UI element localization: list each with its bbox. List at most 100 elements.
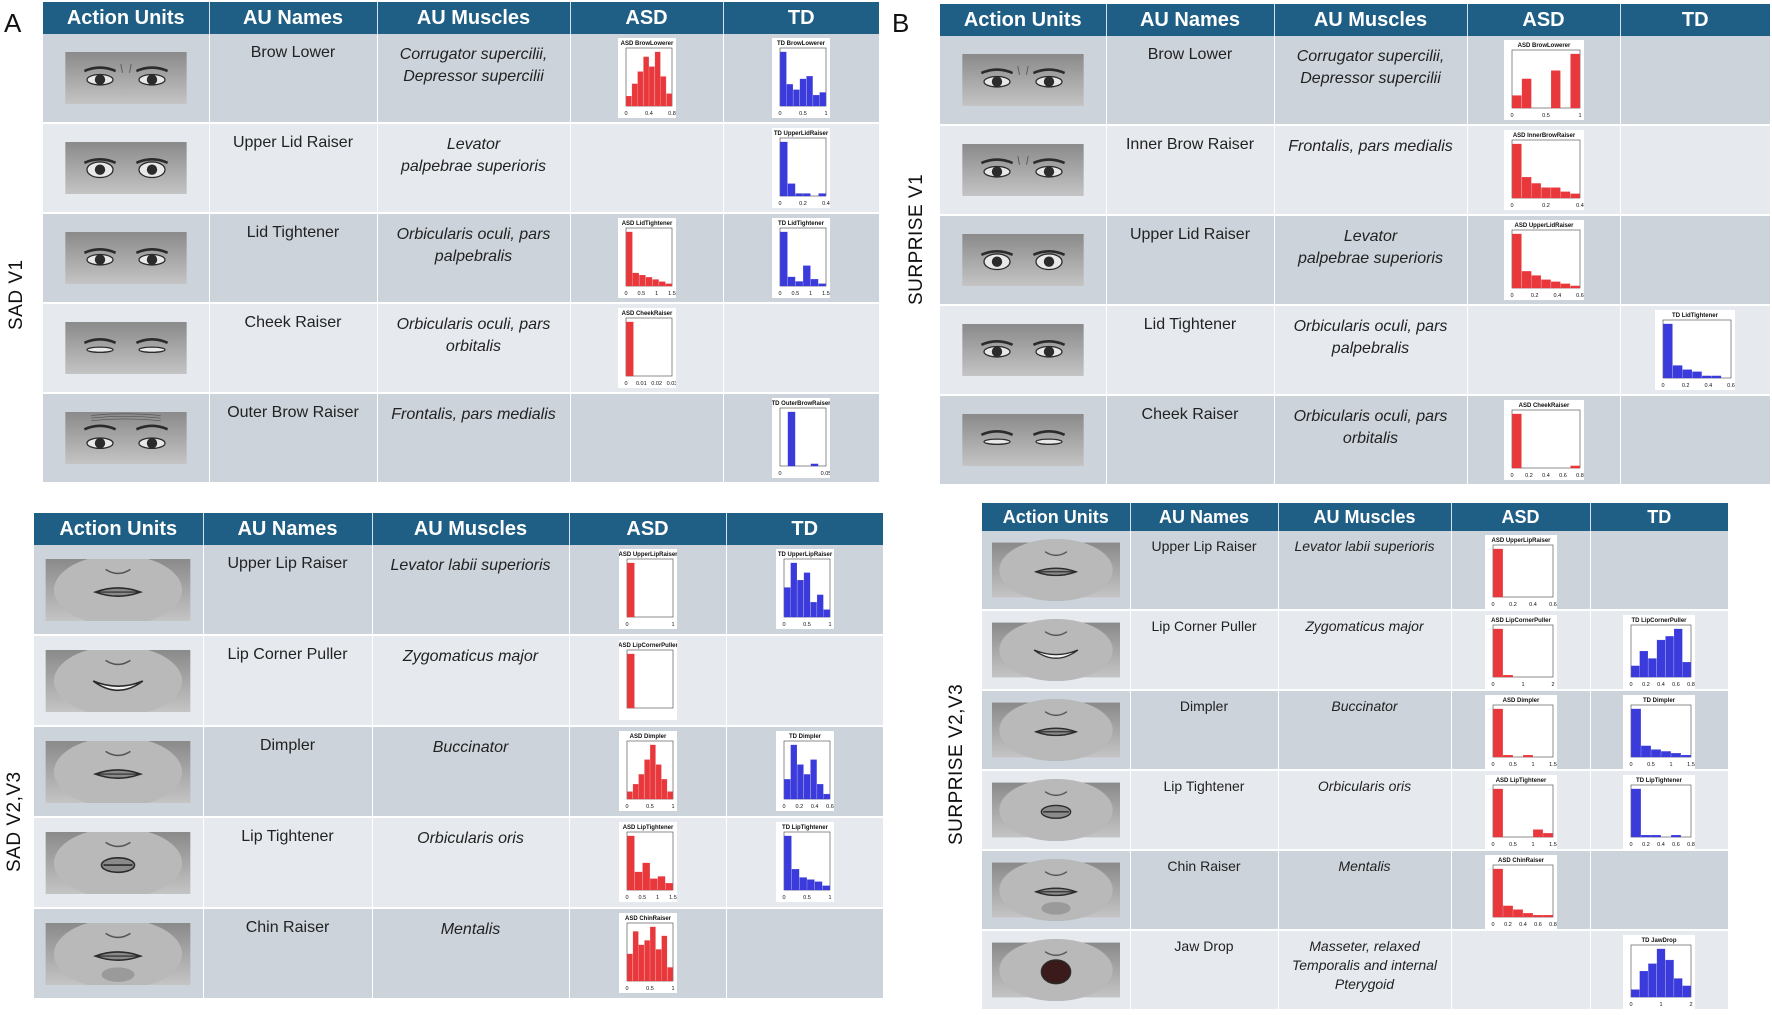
side-label-surprise-v1: SURPRISE V1 bbox=[906, 173, 927, 305]
td-hist-bar bbox=[788, 411, 796, 467]
td-hist-tick-label: 0.4 bbox=[1657, 842, 1665, 848]
column-header-au-muscles: AU Muscles bbox=[377, 2, 571, 34]
column-header-au-muscles: AU Muscles bbox=[1278, 503, 1452, 531]
td-hist-bar bbox=[1631, 665, 1640, 678]
td-hist-bar bbox=[818, 283, 827, 287]
au-name-cell: Inner Brow Raiser bbox=[1106, 125, 1275, 216]
column-header-asd: ASD bbox=[570, 2, 724, 34]
au-name: Cheek Raiser bbox=[244, 314, 342, 331]
asd-hist-bar bbox=[1521, 78, 1531, 109]
table-row: Cheek Raiser Orbicularis oculi, pars orbi… bbox=[43, 303, 879, 394]
action-unit-cell bbox=[43, 123, 210, 214]
asd-hist-title: ASD LidTightener bbox=[621, 221, 672, 227]
action-unit-cell bbox=[940, 36, 1107, 126]
au-name: Outer Brow Raiser bbox=[227, 404, 359, 421]
asd-hist-bar bbox=[637, 71, 643, 107]
td-hist-bar bbox=[1665, 636, 1674, 678]
au-name: Lip Tightener bbox=[1163, 778, 1245, 794]
asd-hist-bar bbox=[649, 926, 656, 982]
asd-hist-tick-label: 0 bbox=[1510, 113, 1513, 119]
asd-hist-tick-label: 0.4 bbox=[1576, 203, 1584, 209]
au-name-cell: Brow Lower bbox=[209, 34, 378, 124]
td-hist-title: TD LipTightener bbox=[782, 825, 829, 831]
asd-hist-title: ASD LipTightener bbox=[622, 825, 673, 831]
td-hist-tick-label: 1 bbox=[825, 111, 828, 117]
asd-hist-bar bbox=[632, 272, 639, 287]
asd-hist-bar bbox=[626, 562, 635, 618]
asd-hist-bar bbox=[660, 76, 666, 107]
asd-hist-title: ASD ChinRaiser bbox=[1497, 858, 1544, 864]
asd-hist-tick-label: 0 bbox=[625, 895, 628, 901]
td-hist-bar bbox=[1711, 375, 1722, 379]
asd-hist-bar bbox=[654, 51, 660, 107]
asd-hist-title: ASD Dimpler bbox=[629, 734, 666, 740]
au-muscle-cell: Buccinator bbox=[1278, 690, 1452, 771]
td-hist-tick-label: 0 bbox=[782, 804, 785, 810]
column-header-au-muscles: AU Muscles bbox=[372, 513, 570, 545]
asd-hist-bar bbox=[1542, 833, 1553, 838]
asd-hist-bar bbox=[1511, 143, 1522, 199]
au-muscle: Orbicularis oculi, pars orbitalis bbox=[396, 316, 551, 355]
td-hist-tick-label: 0.4 bbox=[822, 201, 830, 207]
td-hist-bar bbox=[1648, 658, 1657, 678]
td-hist-bar bbox=[819, 92, 827, 107]
au-muscle: Corrugator supercilii, Depressor superci… bbox=[399, 46, 548, 85]
td-hist-bar bbox=[823, 609, 830, 618]
td-hist-bar bbox=[1671, 835, 1682, 838]
au-name: Lip Corner Puller bbox=[1151, 618, 1257, 634]
au-muscle-cell: Frontalis, pars medialis bbox=[377, 393, 571, 484]
td-hist-title: TD LidTightener bbox=[778, 221, 825, 227]
face-image-eyes-brow bbox=[962, 144, 1084, 196]
au-name: Lid Tightener bbox=[1143, 316, 1237, 333]
td-hist-tick-label: 1.5 bbox=[822, 291, 830, 297]
td-hist-tick-label: 0.4 bbox=[1705, 383, 1713, 389]
au-name-cell: Brow Lower bbox=[1106, 36, 1275, 126]
td-hist-bar bbox=[816, 594, 824, 618]
asd-hist-tick-label: 0 bbox=[624, 381, 627, 387]
td-hist-bar bbox=[806, 76, 813, 107]
asd-hist-bar bbox=[643, 759, 650, 800]
au-name: Brow Lower bbox=[250, 44, 336, 61]
asd-hist-tick-label: 0.6 bbox=[1549, 602, 1557, 608]
au-name: Brow Lower bbox=[1147, 46, 1233, 63]
action-unit-cell bbox=[940, 395, 1107, 486]
td-hist-title: TD LipCornerPuller bbox=[1632, 618, 1688, 624]
asd-hist-title: ASD LipCornerPuller bbox=[1491, 618, 1551, 624]
column-header-td: TD bbox=[726, 513, 883, 545]
asd-hist-tick-label: 0 bbox=[625, 622, 628, 628]
asd-hist-bar bbox=[631, 83, 637, 107]
td-hist-bar bbox=[1641, 745, 1652, 758]
td-hist-tick-label: 1 bbox=[1660, 1002, 1663, 1008]
face-image-chin bbox=[45, 922, 191, 985]
au-muscle-cell: Mentalis bbox=[372, 908, 570, 1000]
au-name: Chin Raiser bbox=[1167, 858, 1241, 874]
au-name-cell: Cheek Raiser bbox=[209, 303, 378, 394]
column-header-td: TD bbox=[723, 2, 879, 34]
action-unit-cell bbox=[982, 850, 1131, 931]
td-hist-bar bbox=[783, 587, 791, 618]
asd-hist-tick-label: 0.8 bbox=[1576, 473, 1584, 479]
au-muscle-cell: Orbicularis oris bbox=[372, 817, 570, 909]
asd-hist-tick-label: 0 bbox=[1491, 602, 1494, 608]
action-unit-cell bbox=[43, 213, 210, 304]
column-header-asd: ASD bbox=[1467, 4, 1621, 36]
face-image-eyes-brow bbox=[65, 52, 187, 104]
au-name-cell: Lid Tightener bbox=[209, 213, 378, 304]
asd-hist-bar bbox=[1512, 909, 1523, 918]
